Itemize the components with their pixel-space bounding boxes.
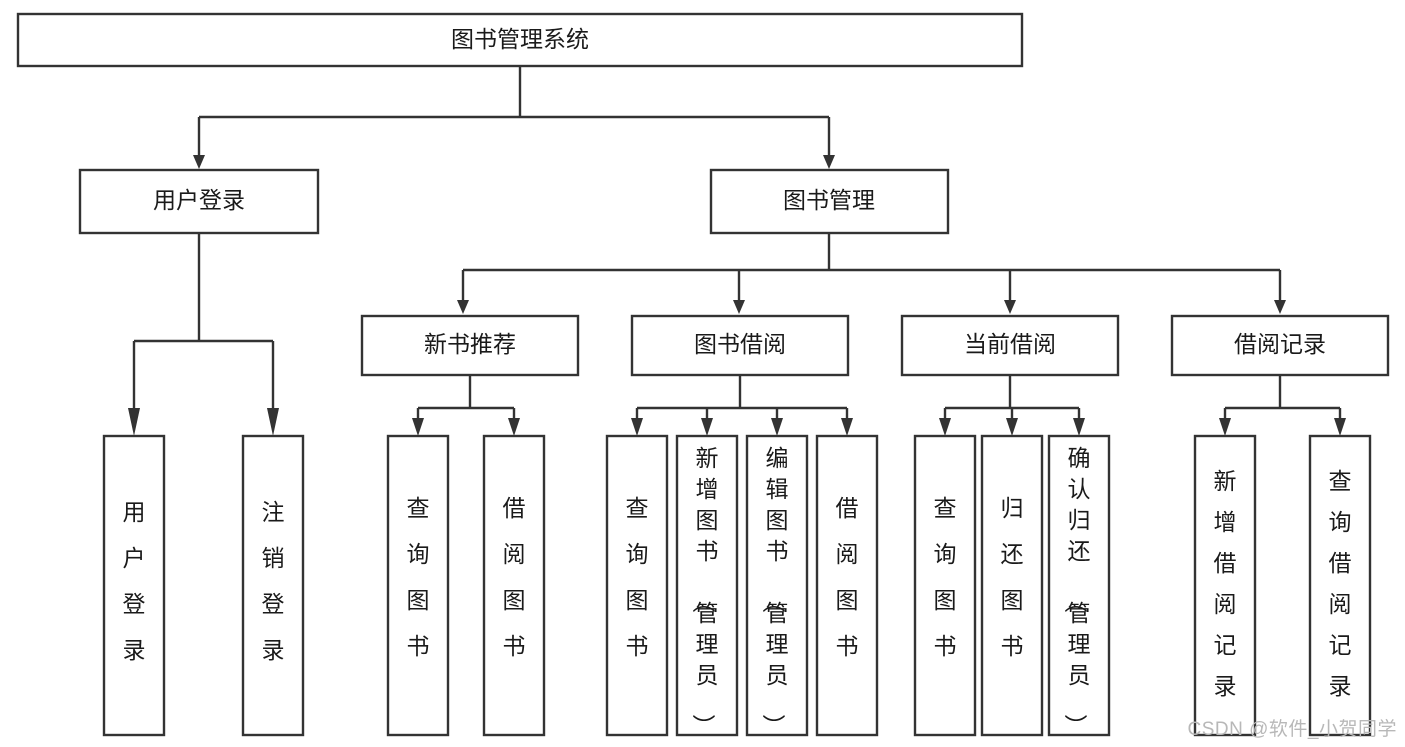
leaf-node-group: 用户登录 注销登录 查询图书 借阅图书 查询图书 新增图书（管理员） xyxy=(102,434,1372,737)
node-leaf-3-box[interactable] xyxy=(386,434,450,737)
arrowhead-borrow-leaf1 xyxy=(631,418,643,436)
node-current-box[interactable] xyxy=(900,314,1120,377)
arrowhead-borrow-leaf4 xyxy=(841,418,853,436)
arrowhead-to-current xyxy=(1004,300,1016,314)
node-leaf-4[interactable]: 借阅图书 xyxy=(482,434,546,737)
node-login-label: 用户登录 xyxy=(153,187,245,213)
node-bookmgmt-label: 图书管理 xyxy=(783,187,875,213)
node-leaf-5-label: 查询图书 xyxy=(626,495,649,659)
node-root-label: 图书管理系统 xyxy=(451,26,589,52)
arrowhead-to-login xyxy=(193,155,205,169)
node-leaf-7-box[interactable] xyxy=(745,434,809,737)
node-leaf-4-box[interactable] xyxy=(482,434,546,737)
node-record[interactable]: 借阅记录 xyxy=(1170,314,1390,377)
node-leaf-2-label: 注销登录 xyxy=(262,499,285,663)
node-bookmgmt-box[interactable] xyxy=(709,168,950,235)
node-leaf-1[interactable]: 用户登录 xyxy=(102,434,166,737)
node-leaf-13-label: 查询借阅记录 xyxy=(1329,468,1352,699)
arrowhead-record-leaf1 xyxy=(1219,418,1231,436)
node-leaf-12-box[interactable] xyxy=(1193,434,1257,737)
node-leaf-7[interactable]: 编辑图书（管理员） xyxy=(745,434,809,737)
node-leaf-1-label: 用户登录 xyxy=(123,499,146,663)
node-leaf-13-box[interactable] xyxy=(1308,434,1372,737)
arrowhead-newbook-leaf1 xyxy=(412,418,424,436)
arrowhead-borrow-leaf2 xyxy=(701,418,713,436)
node-record-box[interactable] xyxy=(1170,314,1390,377)
node-leaf-8[interactable]: 借阅图书 xyxy=(815,434,879,737)
arrowhead-login-leaf1 xyxy=(128,408,140,436)
node-leaf-6[interactable]: 新增图书（管理员） xyxy=(675,434,739,737)
arrowhead-current-leaf2 xyxy=(1006,418,1018,436)
arrowhead-current-leaf1 xyxy=(939,418,951,436)
node-leaf-8-label: 借阅图书 xyxy=(836,495,859,659)
node-leaf-9-box[interactable] xyxy=(913,434,977,737)
arrowhead-borrow-leaf3 xyxy=(771,418,783,436)
node-leaf-11[interactable]: 确认归还（管理员） xyxy=(1047,434,1111,737)
node-current-label: 当前借阅 xyxy=(964,331,1056,357)
node-borrow-box[interactable] xyxy=(630,314,850,377)
arrowhead-to-newbook xyxy=(457,300,469,314)
node-leaf-13[interactable]: 查询借阅记录 xyxy=(1308,434,1372,737)
arrowhead-to-record xyxy=(1274,300,1286,314)
node-root-box[interactable] xyxy=(16,12,1024,68)
node-leaf-4-label: 借阅图书 xyxy=(503,495,526,659)
arrowhead-current-leaf3 xyxy=(1073,418,1085,436)
connector-layer xyxy=(128,66,1346,436)
arrowhead-record-leaf2 xyxy=(1334,418,1346,436)
node-newbook-label: 新书推荐 xyxy=(424,331,516,357)
node-borrow[interactable]: 图书借阅 xyxy=(630,314,850,377)
node-bookmgmt[interactable]: 图书管理 xyxy=(709,168,950,235)
node-leaf-5[interactable]: 查询图书 xyxy=(605,434,669,737)
node-leaf-2[interactable]: 注销登录 xyxy=(241,434,305,737)
node-leaf-6-box[interactable] xyxy=(675,434,739,737)
node-leaf-12[interactable]: 新增借阅记录 xyxy=(1193,434,1257,737)
node-leaf-2-box[interactable] xyxy=(241,434,305,737)
node-leaf-3-label: 查询图书 xyxy=(407,495,430,659)
node-leaf-10-box[interactable] xyxy=(980,434,1044,737)
node-borrow-label: 图书借阅 xyxy=(694,331,786,357)
arrowhead-to-borrow xyxy=(733,300,745,314)
node-leaf-1-box[interactable] xyxy=(102,434,166,737)
node-newbook-box[interactable] xyxy=(360,314,580,377)
node-leaf-10-label: 归还图书 xyxy=(1001,495,1024,659)
node-leaf-6-label: 新增图书（管理员） xyxy=(691,445,719,737)
node-leaf-12-label: 新增借阅记录 xyxy=(1214,468,1237,699)
node-leaf-5-box[interactable] xyxy=(605,434,669,737)
node-leaf-9[interactable]: 查询图书 xyxy=(913,434,977,737)
node-login[interactable]: 用户登录 xyxy=(78,168,320,235)
node-record-label: 借阅记录 xyxy=(1234,331,1326,357)
node-leaf-11-label: 确认归还（管理员） xyxy=(1063,445,1091,737)
node-current[interactable]: 当前借阅 xyxy=(900,314,1120,377)
arrowhead-to-bookmgmt xyxy=(823,155,835,169)
node-leaf-9-label: 查询图书 xyxy=(934,495,957,659)
csdn-watermark: CSDN @软件_小贺同学 xyxy=(1187,719,1397,740)
node-newbook[interactable]: 新书推荐 xyxy=(360,314,580,377)
node-root[interactable]: 图书管理系统 xyxy=(16,12,1024,68)
node-leaf-8-box[interactable] xyxy=(815,434,879,737)
node-login-box[interactable] xyxy=(78,168,320,235)
node-leaf-10[interactable]: 归还图书 xyxy=(980,434,1044,737)
arrowhead-newbook-leaf2 xyxy=(508,418,520,436)
node-leaf-11-box[interactable] xyxy=(1047,434,1111,737)
arrowhead-login-leaf2 xyxy=(267,408,279,436)
node-leaf-7-label: 编辑图书（管理员） xyxy=(761,445,789,737)
node-leaf-3[interactable]: 查询图书 xyxy=(386,434,450,737)
